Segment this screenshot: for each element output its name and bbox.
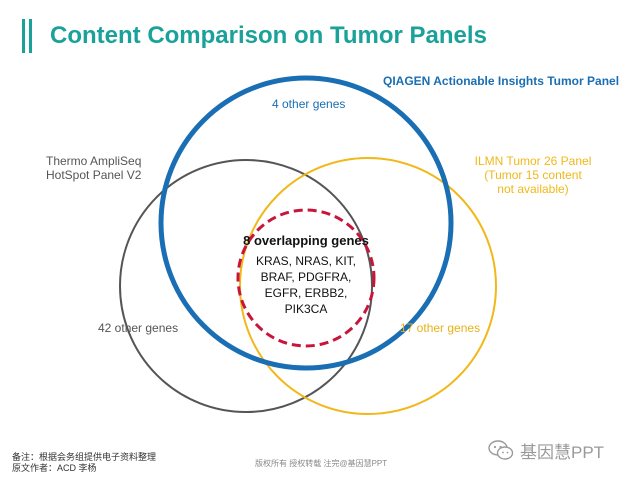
footnote-line: 原文作者：ACD 李杨: [12, 463, 97, 473]
footnote: 备注：根据会务组提供电子资料整理 原文作者：ACD 李杨: [12, 452, 156, 474]
qiagen-panel-label: QIAGEN Actionable Insights Tumor Panel: [383, 74, 620, 88]
thermo-label-line: Thermo AmpliSeq: [46, 154, 142, 168]
footnote-line: 备注：根据会务组提供电子资料整理: [12, 452, 157, 462]
gene-list-line: KRAS, NRAS, KIT,: [255, 254, 357, 268]
qiagen-count: 4 other genes: [272, 97, 346, 111]
gene-list-line: EGFR, ERBB2,: [264, 286, 348, 300]
ilmn-circle: [239, 157, 497, 415]
gene-list-line: BRAF, PDGFRA,: [260, 270, 352, 284]
watermark-text: 基因慧PPT: [520, 442, 605, 462]
thermo-label-line: HotSpot Panel V2: [46, 168, 142, 182]
qiagen-circle: [158, 75, 454, 371]
ilmn-panel-label: ILMN Tumor 26 Panel (Tumor 15 content no…: [448, 154, 618, 196]
page-title: Content Comparison on Tumor Panels: [50, 22, 487, 49]
thermo-count: 42 other genes: [98, 321, 179, 335]
overlap-title: 8 overlapping genes: [243, 233, 369, 248]
title-accent-bars: [22, 19, 34, 53]
thermo-circle: [119, 159, 373, 413]
ilmn-label-line: (Tumor 15 content: [484, 168, 582, 182]
gene-list-line: PIK3CA: [284, 302, 328, 316]
overlap-gene-list: KRAS, NRAS, KIT, BRAF, PDGFRA, EGFR, ERB…: [241, 253, 371, 317]
ilmn-label-line: ILMN Tumor 26 Panel: [474, 154, 592, 168]
ilmn-label-line: not available): [497, 182, 569, 196]
ilmn-count: 17 other genes: [400, 321, 481, 335]
thermo-panel-label: Thermo AmpliSeq HotSpot Panel V2: [46, 154, 176, 182]
copyright-text: 版权所有 授权转载 注完@基因慧PPT: [255, 459, 388, 468]
overlap-circle: [236, 208, 376, 348]
wechat-icon: [488, 440, 514, 460]
watermark: 基因慧PPT: [488, 438, 604, 462]
